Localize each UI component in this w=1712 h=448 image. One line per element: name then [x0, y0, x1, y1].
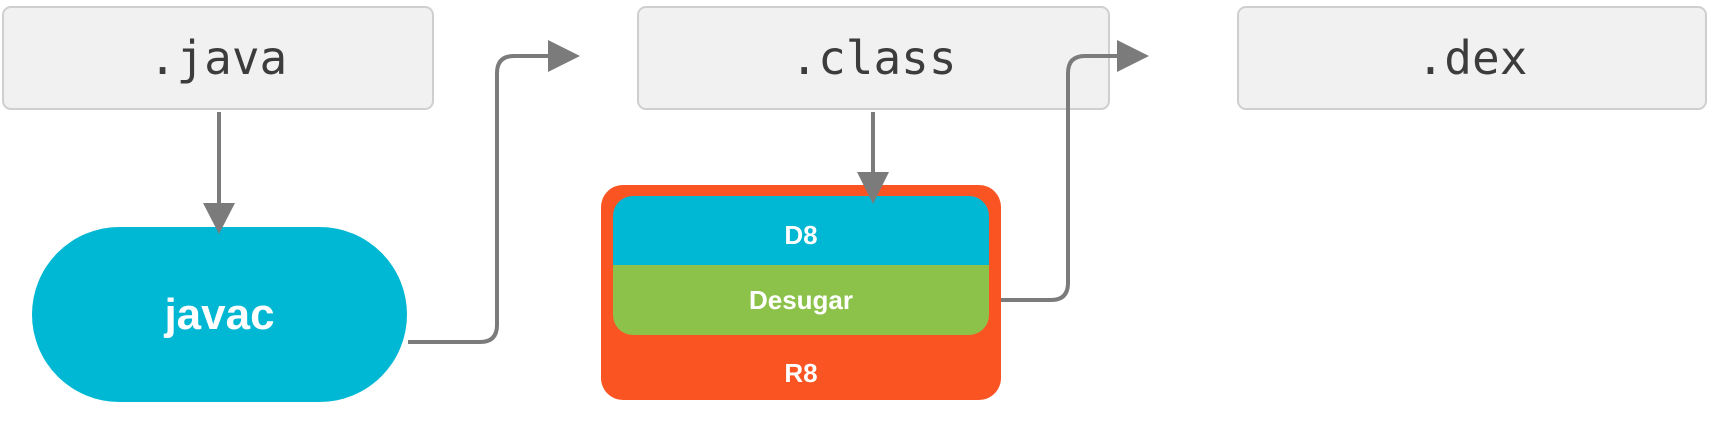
node-dex-file[interactable]: .dex	[1237, 6, 1707, 110]
node-class-file[interactable]: .class	[637, 6, 1110, 110]
node-java-file[interactable]: .java	[2, 6, 434, 110]
node-desugar[interactable]: Desugar	[613, 265, 989, 335]
node-javac[interactable]: javac	[32, 227, 407, 402]
node-class-file-label: .class	[790, 31, 957, 85]
node-javac-label: javac	[164, 289, 275, 339]
node-d8[interactable]: D8	[613, 196, 989, 273]
node-java-file-label: .java	[148, 31, 288, 85]
node-d8-label: D8	[784, 219, 818, 250]
edge-java-to-javac-icon	[203, 112, 235, 234]
node-desugar-label: Desugar	[748, 285, 854, 315]
node-r8-label: R8	[784, 358, 818, 388]
node-dex-file-label: .dex	[1416, 31, 1528, 85]
